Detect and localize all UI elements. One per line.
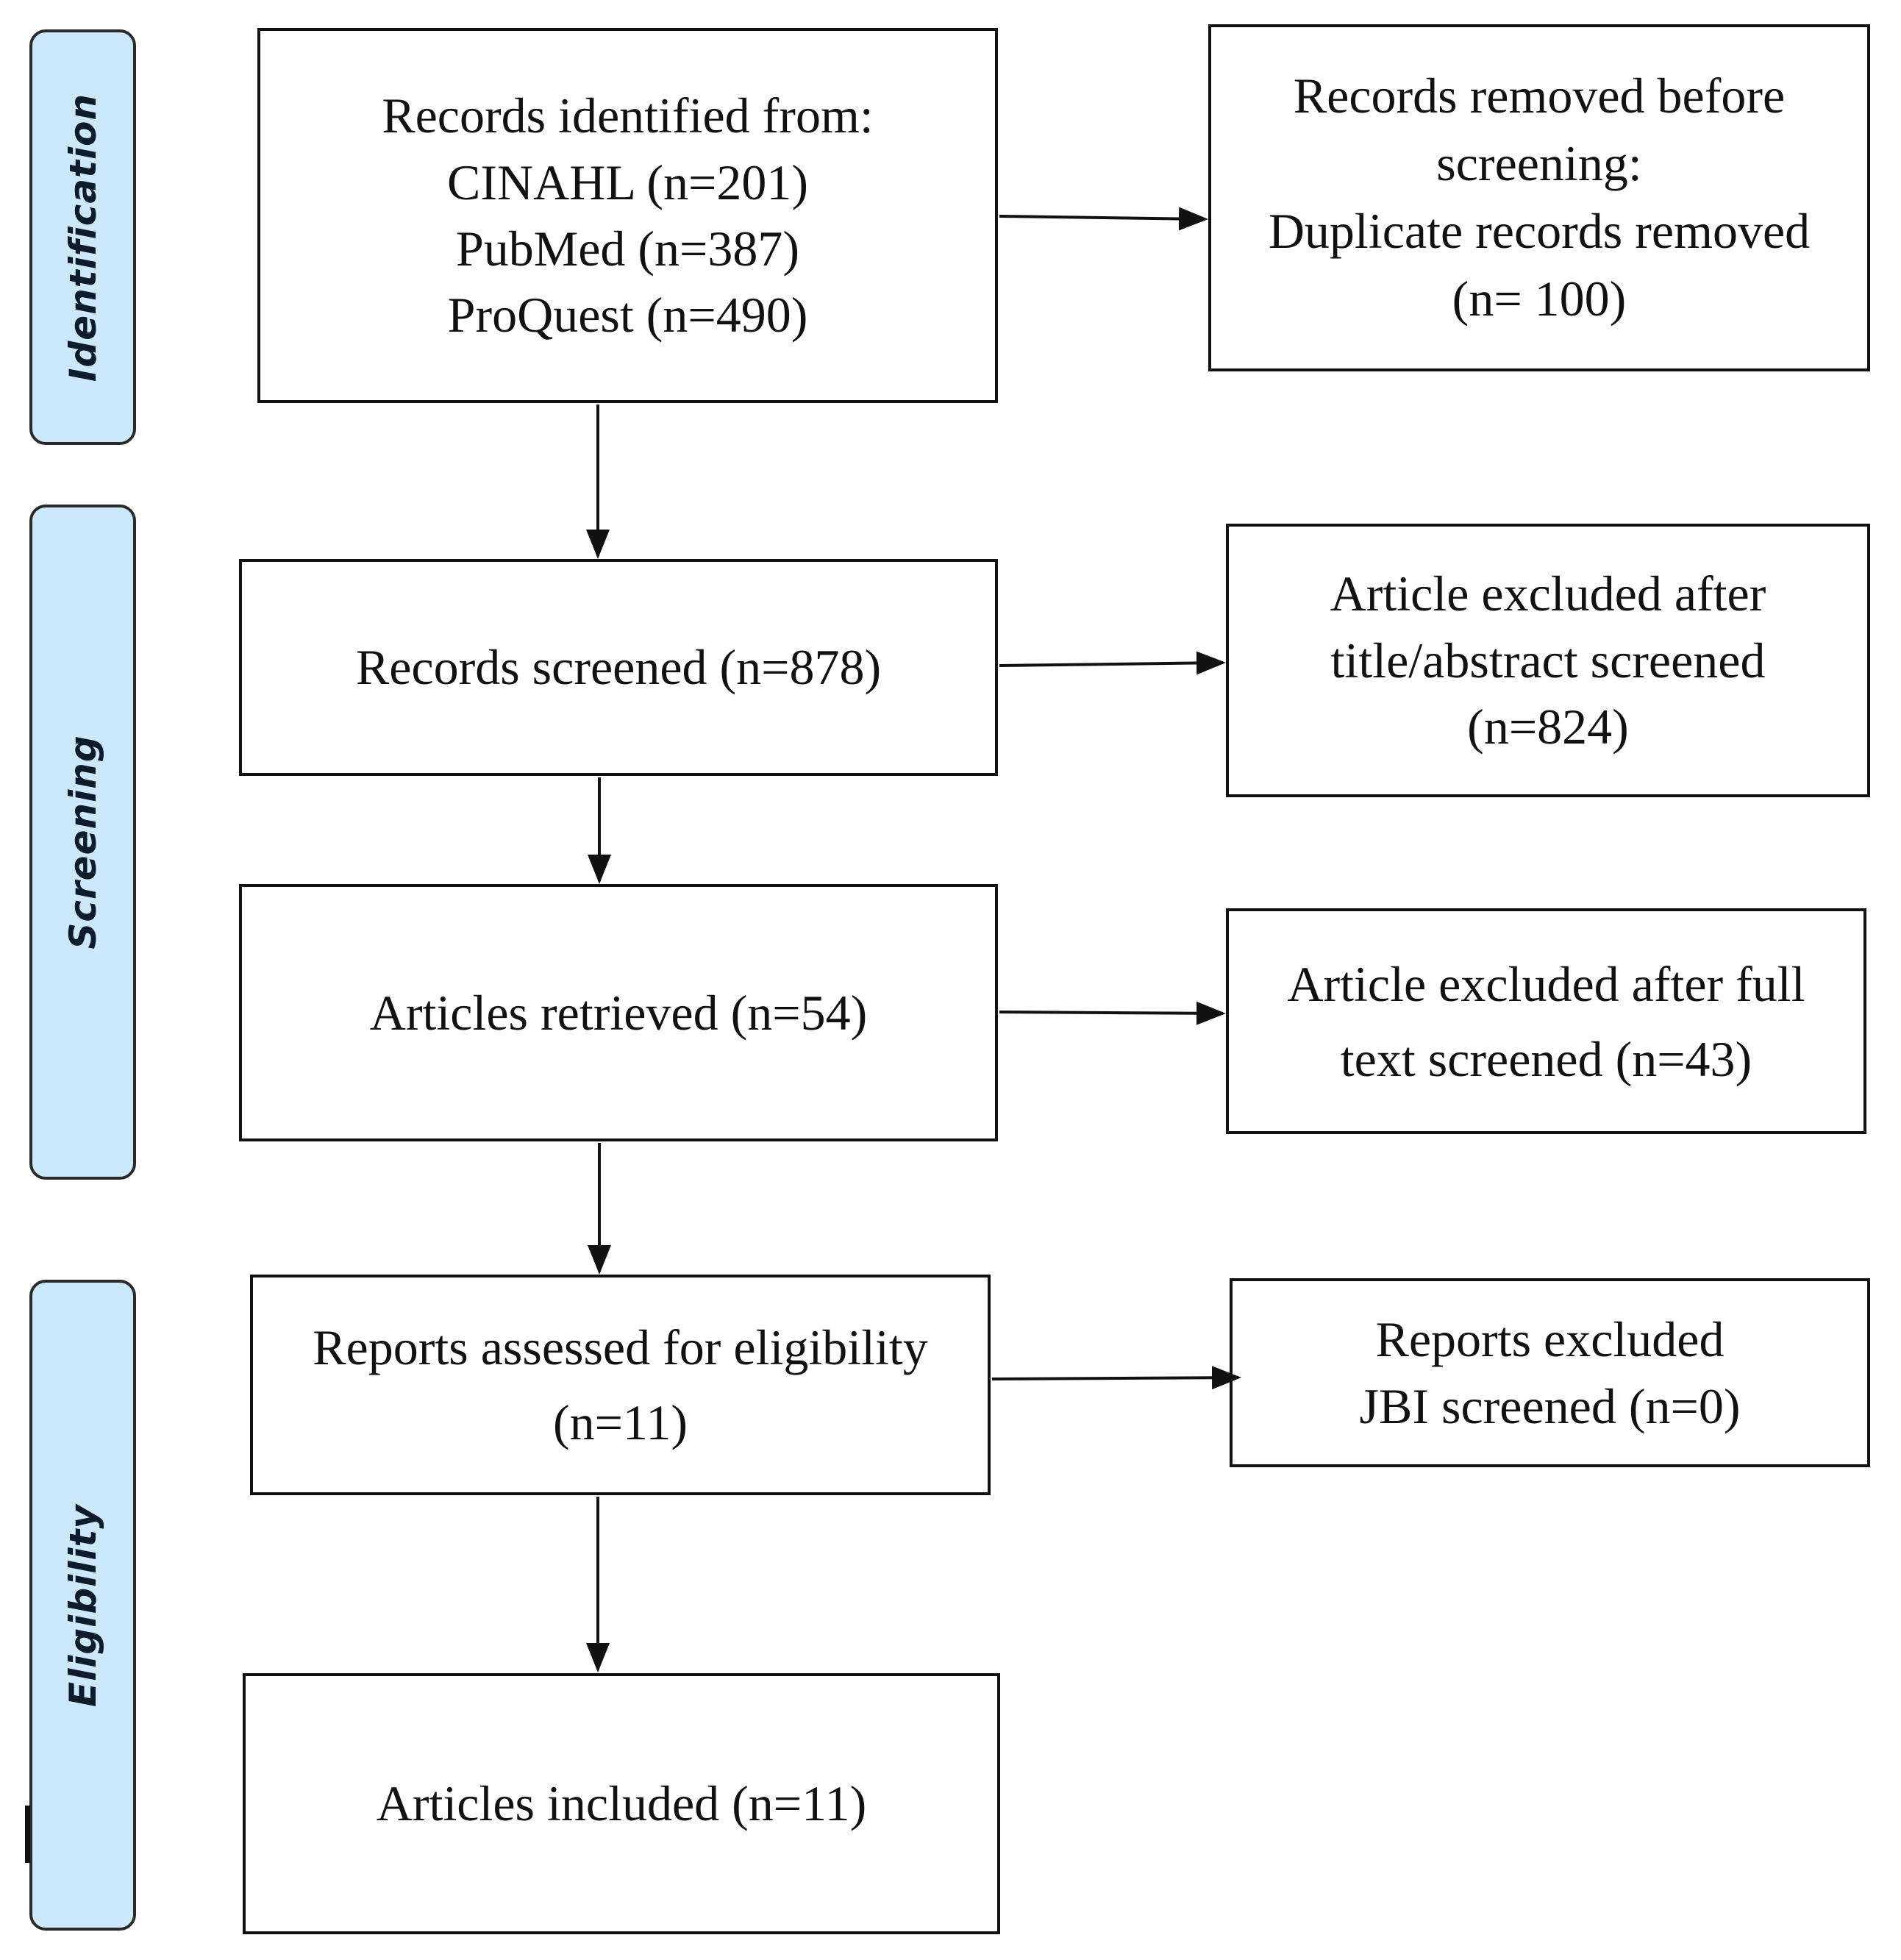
- box-excluded-full-text: Article excluded after full text screene…: [1226, 908, 1866, 1134]
- box-line: JBI screened (n=0): [1359, 1378, 1741, 1434]
- arrow-to-records-removed: [999, 207, 1208, 231]
- box-reports-excluded: Reports excluded JBI screened (n=0): [1230, 1278, 1870, 1467]
- phase-eligibility: Eligibility: [29, 1280, 136, 1931]
- box-line: Records identified from:: [382, 88, 874, 144]
- box-articles-included: Articles included (n=11): [243, 1673, 1000, 1934]
- box-line: text screened (n=43): [1340, 1030, 1752, 1087]
- box-line: (n= 100): [1452, 270, 1627, 327]
- box-line: Articles included (n=11): [376, 1775, 867, 1832]
- edge-mark: [25, 1806, 30, 1863]
- box-line: Duplicate records removed: [1268, 203, 1811, 259]
- box-articles-retrieved: Articles retrieved (n=54): [239, 884, 998, 1141]
- box-line: title/abstract screened: [1330, 632, 1766, 688]
- box-line: Records screened (n=878): [355, 639, 882, 696]
- box-line: Articles retrieved (n=54): [369, 984, 868, 1041]
- box-line: (n=11): [552, 1394, 688, 1450]
- box-records-identified: Records identified from: CINAHL (n=201) …: [257, 28, 998, 403]
- box-line: (n=824): [1467, 699, 1629, 755]
- box-reports-assessed: Reports assessed for eligibility (n=11): [250, 1275, 991, 1495]
- arrow-to-excluded-full-text: [999, 1001, 1226, 1025]
- box-line: Reports assessed for eligibility: [313, 1319, 928, 1375]
- box-records-removed: Records removed before screening: Duplic…: [1208, 24, 1870, 371]
- box-line: ProQuest (n=490): [447, 287, 808, 343]
- arrow-to-reports-excluded: [991, 1366, 1241, 1390]
- phase-screening: Screening: [29, 505, 136, 1180]
- box-line: Reports excluded: [1375, 1311, 1725, 1368]
- arrow-to-excluded-title-abstract: [999, 651, 1226, 675]
- box-line: PubMed (n=387): [455, 221, 800, 277]
- box-line: screening:: [1436, 135, 1642, 192]
- box-line: Article excluded after: [1330, 566, 1766, 622]
- box-records-screened: Records screened (n=878): [239, 559, 998, 776]
- box-line: Records removed before: [1293, 68, 1786, 124]
- box-line: Article excluded after full: [1287, 955, 1805, 1012]
- box-excluded-title-abstract: Article excluded after title/abstract sc…: [1226, 524, 1870, 797]
- box-line: CINAHL (n=201): [447, 154, 808, 210]
- phase-identification: Identification: [29, 29, 136, 445]
